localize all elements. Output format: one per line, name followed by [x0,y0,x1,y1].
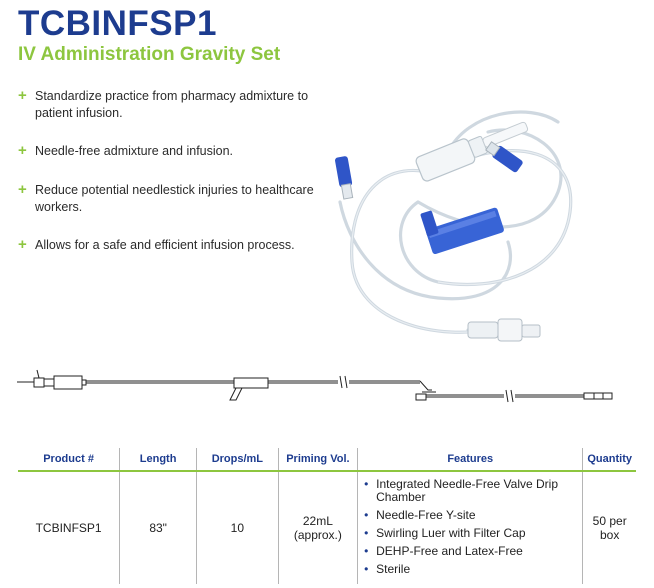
column-header-features: Features [357,448,583,472]
feature-item: Sterile [364,563,576,577]
feature-item: DEHP-Free and Latex-Free [364,545,576,559]
product-subtitle: IV Administration Gravity Set [18,44,281,65]
feature-item: Needle-Free Y-site [364,509,576,523]
benefits-list: + Standardize practice from pharmacy adm… [18,88,318,275]
product-title: TCBINFSP1 [18,4,217,43]
specs-table: Product # Length Drops/mL Priming Vol. F… [18,448,636,584]
column-header-length: Length [119,448,197,472]
cell-quantity: 50 per box [582,471,636,584]
column-header-priming: Priming Vol. [277,448,358,472]
cell-features: Integrated Needle-Free Valve Drip Chambe… [357,471,583,584]
priming-value: 22mL [302,514,333,528]
benefit-item: + Needle-free admixture and infusion. [18,143,318,160]
benefit-text: Reduce potential needlestick injuries to… [35,183,314,214]
features-list: Integrated Needle-Free Valve Drip Chambe… [364,478,576,577]
benefit-item: + Standardize practice from pharmacy adm… [18,88,318,122]
benefit-item: + Reduce potential needlestick injuries … [18,182,318,216]
cell-drops: 10 [196,471,279,584]
column-header-drops: Drops/mL [196,448,279,472]
plus-icon: + [18,142,27,159]
benefit-text: Needle-free admixture and infusion. [35,144,234,158]
table-header-row: Product # Length Drops/mL Priming Vol. F… [18,448,636,472]
benefit-item: + Allows for a safe and efficient infusi… [18,237,318,254]
iv-set-line-diagram [17,369,613,403]
feature-item: Integrated Needle-Free Valve Drip Chambe… [364,478,576,504]
column-header-quantity: Quantity [582,448,636,472]
table-row: TCBINFSP1 83" 10 22mL (approx.) Integrat… [18,471,636,584]
cell-length: 83" [119,471,197,584]
benefit-text: Allows for a safe and efficient infusion… [35,238,295,252]
cell-priming: 22mL (approx.) [277,471,358,584]
cell-product: TCBINFSP1 [35,521,102,535]
iv-set-product-image [335,110,573,342]
plus-icon: + [18,87,27,104]
feature-item: Swirling Luer with Filter Cap [364,527,576,541]
benefit-text: Standardize practice from pharmacy admix… [35,89,309,120]
column-header-product: Product # [18,448,120,472]
plus-icon: + [18,181,27,198]
priming-note: (approx.) [293,528,342,542]
plus-icon: + [18,236,27,253]
